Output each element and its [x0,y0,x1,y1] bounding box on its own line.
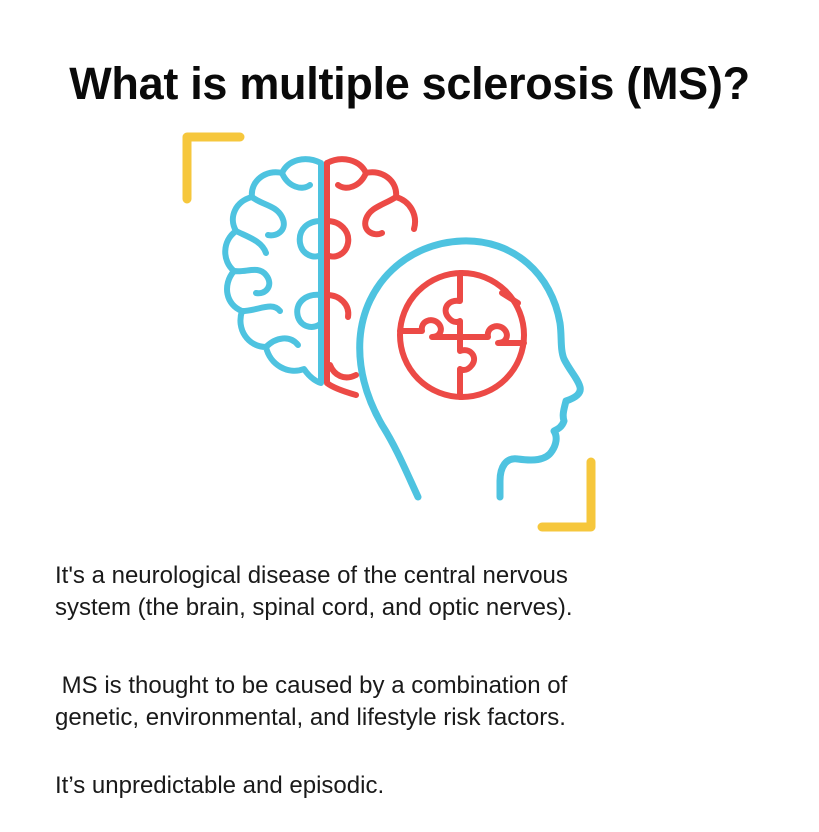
paragraph-causes: MS is thought to be caused by a combinat… [55,670,567,734]
paragraph-line: genetic, environmental, and lifestyle ri… [55,704,566,731]
illustration-svg [182,132,596,532]
paragraph-line: It’s unpredictable and episodic. [55,772,385,799]
head-profile-icon [356,237,584,501]
puzzle-icon [397,270,527,400]
corner-bracket-icon [182,132,245,204]
paragraph-line: system (the brain, spinal cord, and opti… [55,594,573,621]
paragraph-line: MS is thought to be caused by a combinat… [55,672,568,699]
paragraph-nature: It’s unpredictable and episodic. [55,770,384,802]
paragraph-line: It's a neurological disease of the centr… [55,562,568,589]
corner-bracket-icon [537,457,596,532]
paragraph-definition: It's a neurological disease of the centr… [55,560,573,624]
brain-icon [222,156,418,398]
page-title: What is multiple sclerosis (MS)? [69,58,750,109]
ms-illustration [170,125,610,540]
